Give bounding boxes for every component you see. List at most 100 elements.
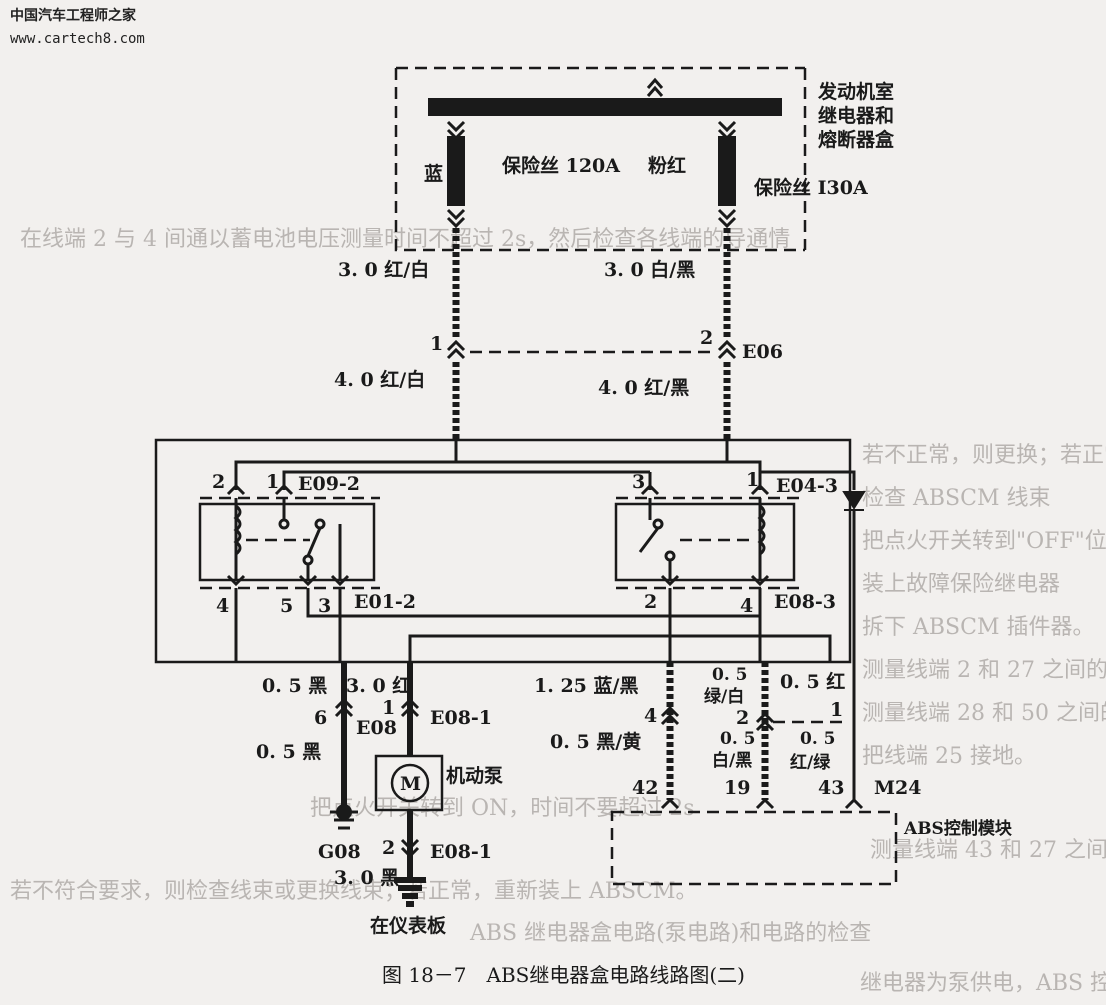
fuse-box: 发动机室 继电器和 熔断器盒 蓝 保险丝 120A 粉红 保险丝 I30A [394, 66, 895, 252]
fuse-box-label-3: 熔断器盒 [818, 128, 895, 151]
relay-right: 3 1 E04-3 2 4 E08-3 [614, 469, 838, 617]
bleed-line-2: 若不正常，则更换；若正常，则检查，故障安全继电器 [862, 443, 1106, 468]
e08-3-pin-2: 2 [644, 591, 657, 613]
fuse-120a-label: 保险丝 120A [501, 154, 620, 177]
relay-box-to-e04-pin1 [727, 460, 762, 490]
bus-bar [428, 98, 782, 116]
relay-right-coil-icon [757, 504, 766, 556]
fuse-130a-label: 保险丝 I30A [753, 176, 868, 199]
e04-pin1-symbol [750, 483, 770, 496]
wire-label-w4: 4. 0 红/黑 [598, 376, 689, 399]
abs-relay-box-outline [154, 438, 852, 664]
fuse-color-pink: 粉红 [648, 154, 686, 177]
pump-motor-symbol: M [400, 773, 421, 795]
wire-label-w12b: 白/黑 [712, 750, 752, 771]
e01-pin-4: 4 [216, 595, 229, 617]
m-pin-2: 2 [736, 707, 749, 729]
wire-label-w13b: 红/绿 [790, 752, 831, 773]
wire-label-w5: 0. 5 黑 [262, 675, 327, 697]
wire-label-w10: 0. 5 红 [780, 670, 845, 693]
e09-pin-2: 2 [212, 471, 225, 493]
pump-motor-label: 机动泵 [446, 765, 503, 787]
e09-pin-1: 1 [266, 471, 279, 493]
relay-left-body [198, 502, 376, 582]
wire-label-w11: 0. 5 黑/黄 [550, 730, 641, 753]
wire-label-w3: 4. 0 红/白 [334, 368, 425, 391]
e08-label: E08 [356, 717, 397, 739]
m24-label: M24 [874, 777, 921, 799]
watermark-title: 中国汽车工程师之家 [10, 7, 137, 24]
bus-connector [646, 77, 664, 97]
fuse-120a [447, 136, 465, 206]
e06-label: E06 [742, 341, 783, 363]
wire-label-w8: 1. 25 蓝/黑 [534, 674, 638, 697]
wire-label-w1: 3. 0 红/白 [338, 258, 429, 281]
bleed-line-3: 检查 ABSCM 线束 [862, 486, 1050, 511]
e04-pin-1: 1 [746, 469, 759, 491]
bleed-line-12: 若不符合要求，则检查线束或更换线束；若正常，重新装上 ABSCM。 [10, 879, 697, 904]
e08-1-label-top: E08-1 [430, 707, 492, 729]
e01-pin-3: 3 [318, 595, 331, 617]
e09-2-label: E09-2 [298, 473, 360, 495]
wire-label-w7: 0. 5 黑 [256, 741, 321, 763]
g08-ground-point [336, 804, 352, 820]
bleed-line-1: 在线端 2 与 4 间通以蓄电池电压测量时间不超过 2s，然后检查各线端的导通情 [20, 227, 790, 252]
e08-1-pin-1: 1 [382, 697, 395, 719]
relay-left-contact-b [314, 518, 326, 530]
relay-left-contact-c [302, 554, 314, 566]
e04-3-label: E04-3 [776, 475, 838, 497]
diode-feed [760, 470, 856, 490]
relay-left-contact-a [278, 518, 290, 530]
e06-pin-2: 2 [700, 327, 713, 349]
wire-label-w14: 3. 0 黑 [334, 867, 399, 889]
relay-box-feed-left [234, 440, 458, 490]
fuse-left-bottom-connector [446, 208, 466, 229]
diode-icon [842, 491, 866, 511]
fuse-color-blue: 蓝 [424, 162, 443, 185]
dash-ground-icon [394, 877, 426, 907]
abs-module-pin-symbols [660, 797, 864, 810]
e08-pin-6: 6 [314, 707, 327, 729]
abs-pin-19: 19 [724, 777, 750, 799]
e04-pin-3: 3 [632, 471, 645, 493]
relay-left-coil-icon [233, 504, 242, 556]
e09-pin1-symbol [274, 483, 294, 496]
bleed-line-10: 把点火开关转到 ON，时间不要超过 2s [310, 796, 695, 821]
internal-pump-feed [408, 634, 832, 662]
figure-caption: 图 18－7 ABS继电器盒电路线路图(二) [382, 963, 745, 987]
wire-label-w9b: 绿/白 [704, 686, 744, 707]
fuse-left-top-connector [446, 120, 466, 141]
wire-label-w13a: 0. 5 [800, 729, 836, 749]
e01-pin-5: 5 [280, 595, 293, 617]
e08-1-label-bottom: E08-1 [430, 841, 492, 863]
fuse-box-label-1: 发动机室 [817, 80, 894, 103]
ground-location-label: 在仪表板 [370, 914, 447, 937]
relay-right-contact-a [652, 518, 664, 530]
internal-e01-pin5-link [306, 588, 762, 618]
relay-left-switch-arm [306, 527, 322, 557]
g08-label: G08 [318, 841, 361, 863]
watermark-url: www.cartech8.com [10, 31, 145, 47]
relay-right-switch-arm [638, 527, 660, 553]
bleed-line-11: 测量线端 43 和 27 之间的电压值，所测电压值应在 10~14V 之间。 [870, 838, 1106, 863]
fuse-right-top-connector [717, 120, 737, 141]
e08-1-pin1-symbol [400, 697, 420, 718]
bleed-line-4: 把点火开关转到"OFF"位置。 [862, 529, 1106, 554]
relay-right-contact-b [664, 550, 676, 562]
m-pin4-symbol [660, 705, 680, 726]
e04-pin3-symbol [640, 483, 660, 496]
e08-3-pin-4: 4 [740, 595, 753, 617]
m-pin-1: 1 [830, 699, 843, 721]
relay-left-contact-wires [306, 524, 342, 580]
bleed-line-14: 继电器为泵供电，ABS 控制模块控制泵，如果 ABS 系统发生故 [860, 971, 1106, 996]
pump-motor-icon [390, 763, 430, 803]
bleed-line-9: 把线端 25 接地。 [862, 744, 1036, 769]
e08-pin6-symbol [334, 697, 354, 718]
bleed-line-6: 拆下 ABSCM 插件器。 [862, 615, 1094, 640]
bleed-through-text: 在线端 2 与 4 间通以蓄电池电压测量时间不超过 2s，然后检查各线端的导通情… [10, 227, 1106, 996]
e08-1-pin-2: 2 [382, 837, 395, 859]
abs-pin-42: 42 [632, 777, 658, 799]
fuse-right-bottom-connector [717, 208, 737, 229]
wire-label-w2: 3. 0 白/黑 [604, 258, 695, 281]
